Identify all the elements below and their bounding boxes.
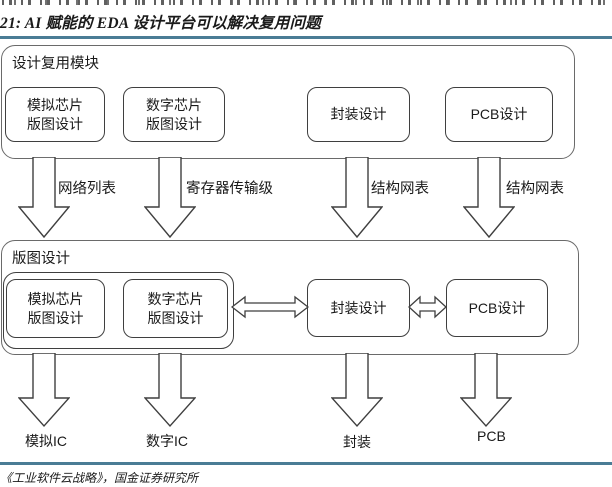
source-note: 《工业软件云战略》，国金证券研究所 [0,471,199,485]
output-label-package: 封装 [343,434,371,450]
reuse-module-label: 设计复用模块 [12,56,99,72]
layout-design-container: 版图设计 模拟芯片 版图设计 数字芯片 版图设计 封装设计 PCB设计 [1,240,579,355]
node-line: 版图设计 [147,309,204,326]
layout-box-pcb: PCB设计 [446,279,548,337]
node-line: 封装设计 [330,106,387,122]
node-line: 版图设计 [27,309,84,326]
output-label-analog-ic: 模拟IC [25,433,67,449]
down-block-arrow-analog-ic [18,353,70,428]
layout-box-package: 封装设计 [307,279,410,337]
node-line: 数字芯片 [146,96,202,113]
flow-label-structural-netlist-2: 结构网表 [506,181,564,197]
down-block-arrow-digital-ic [144,353,196,428]
layout-design-label: 版图设计 [12,251,70,267]
down-block-arrow-structural-1 [331,157,383,239]
reuse-box-digital-chip: 数字芯片 版图设计 [123,87,225,142]
footer-rule [0,462,612,465]
reuse-box-pcb: PCB设计 [445,87,553,142]
reuse-box-analog-chip: 模拟芯片 版图设计 [5,87,105,142]
down-block-arrow-package [331,353,383,428]
node-line: PCB设计 [470,106,528,122]
double-arrow-chips-package [231,295,309,319]
flow-label-structural-netlist-1: 结构网表 [371,181,429,197]
node-line: 模拟芯片 [27,290,84,307]
node-line: 封装设计 [330,299,387,316]
layout-box-digital-chip: 数字芯片 版图设计 [123,279,228,338]
down-block-arrow-netlist [18,157,70,239]
cropped-text-remnant [2,0,607,5]
down-block-arrow-rtl [144,157,196,239]
down-block-arrow-pcb [460,353,512,428]
node-line: 版图设计 [146,115,202,132]
figure-title: 21: AI 赋能的 EDA 设计平台可以解决复用问题 [0,15,321,32]
reuse-module-container: 设计复用模块 模拟芯片 版图设计 数字芯片 版图设计 封装设计 PCB设计 [1,45,575,159]
down-block-arrow-structural-2 [463,157,515,239]
output-label-pcb: PCB [477,428,506,444]
node-line: 数字芯片 [147,290,204,307]
title-rule [0,36,612,39]
double-arrow-package-pcb [408,295,447,319]
flow-label-netlist: 网络列表 [58,181,116,197]
layout-box-analog-chip: 模拟芯片 版图设计 [6,279,105,338]
flow-label-rtl: 寄存器传输级 [186,181,273,197]
node-line: 版图设计 [27,115,83,132]
reuse-box-package: 封装设计 [307,87,410,142]
output-label-digital-ic: 数字IC [146,433,188,449]
node-line: PCB设计 [468,299,526,316]
node-line: 模拟芯片 [27,96,83,113]
